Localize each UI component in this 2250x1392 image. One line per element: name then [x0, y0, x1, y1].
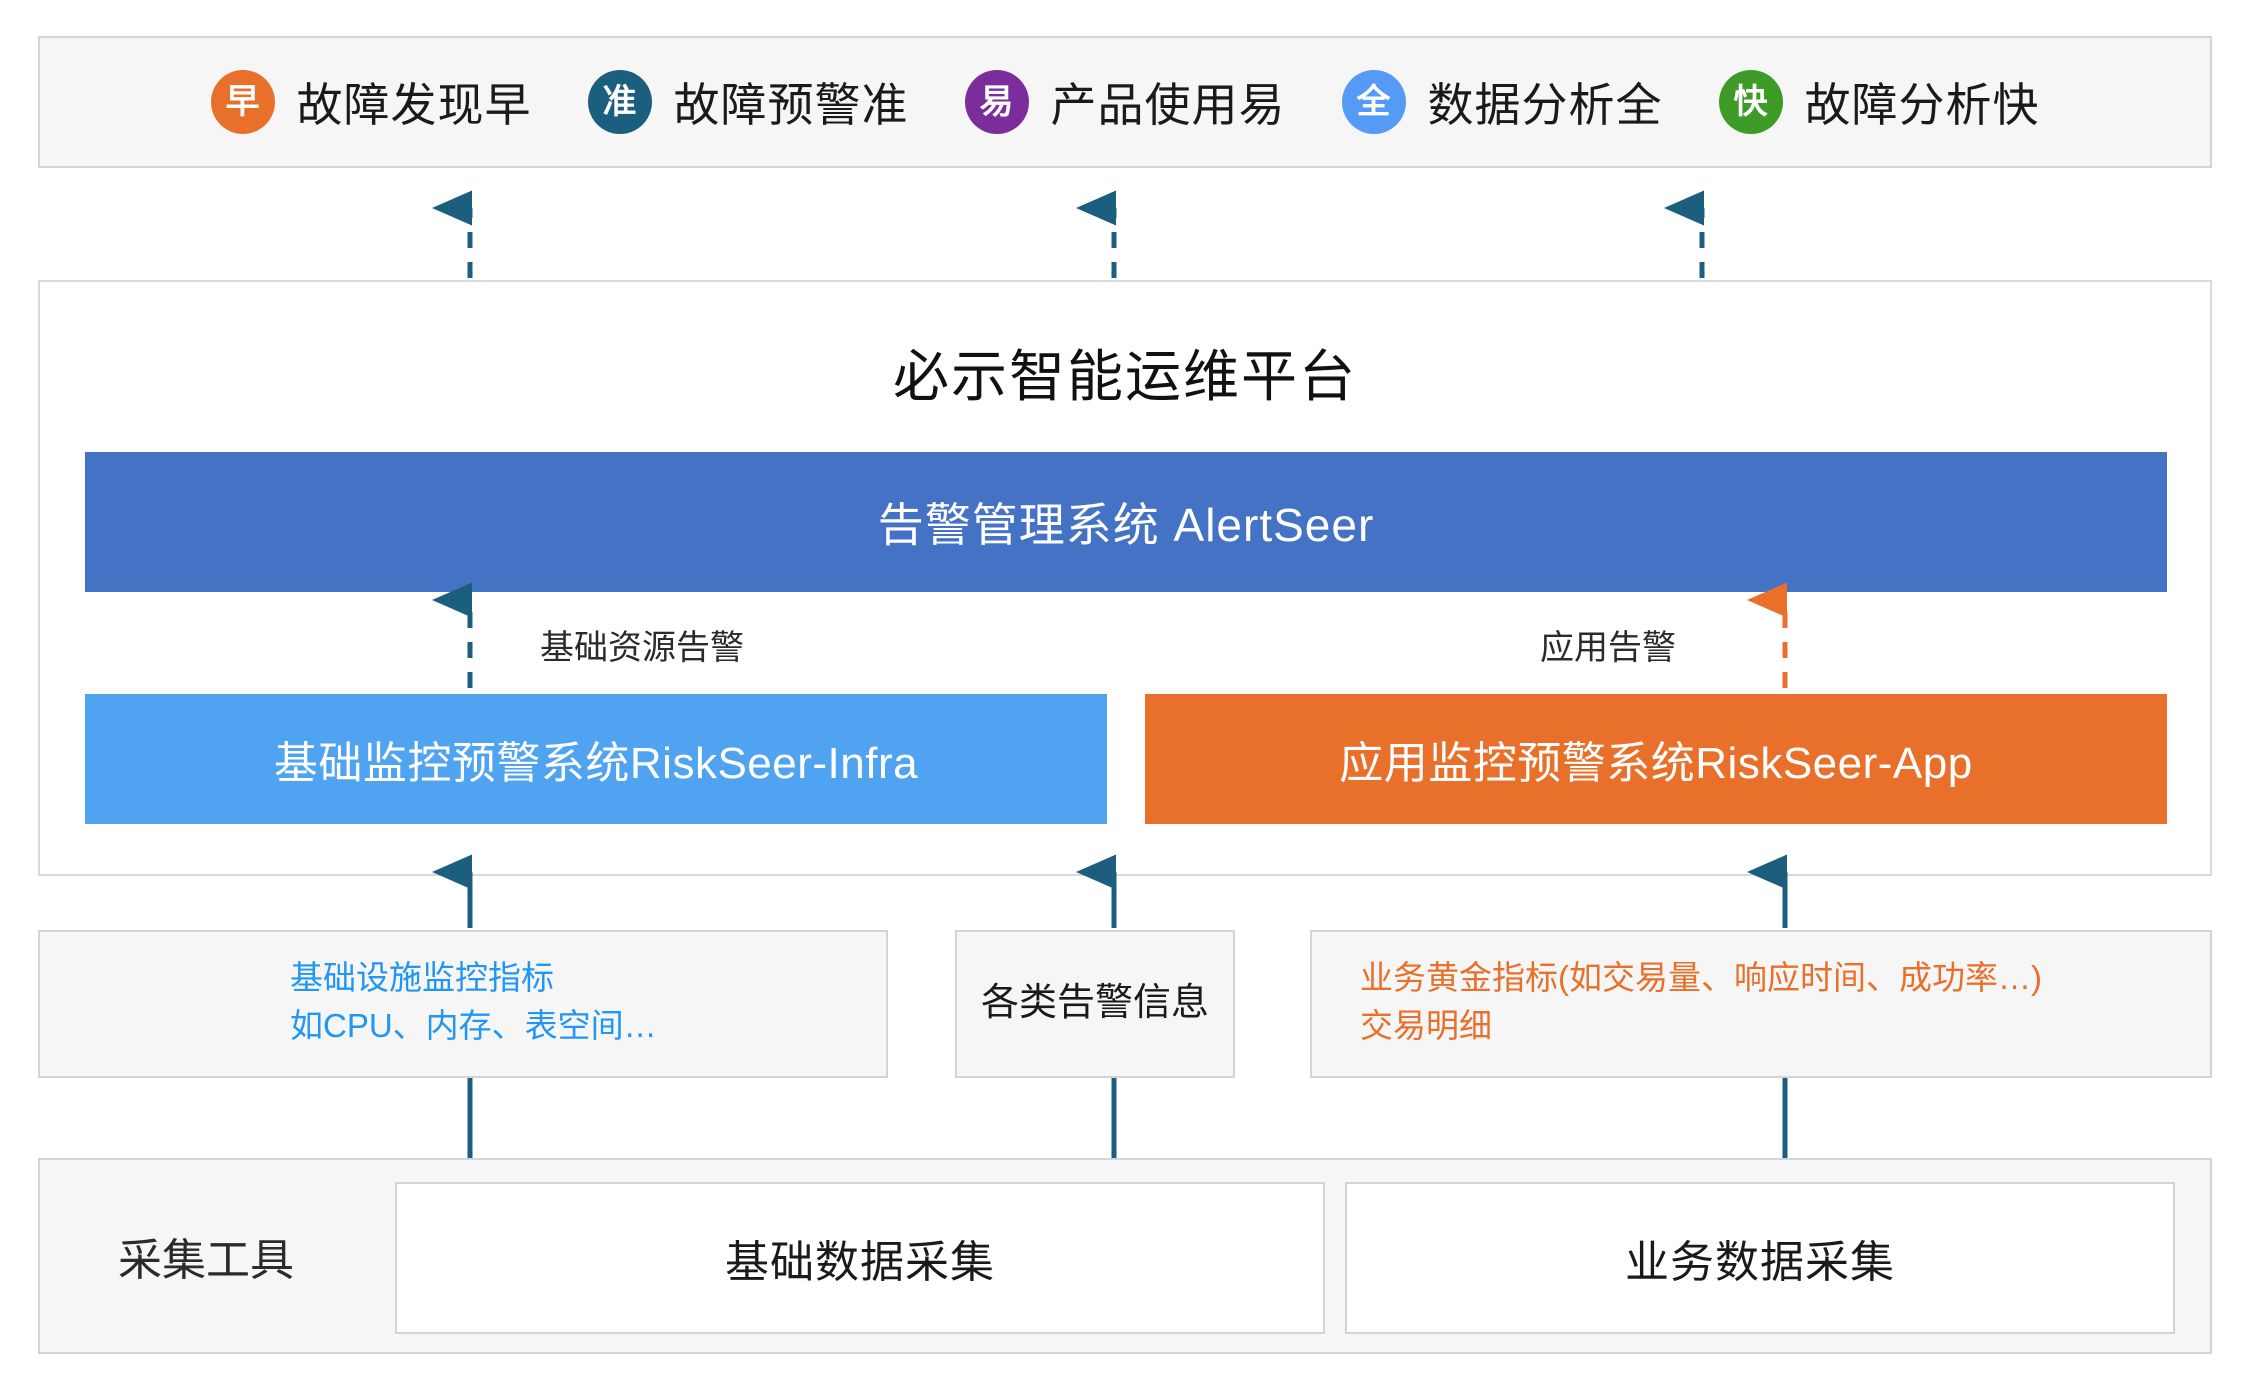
benefit-badge-icon-easy: 易: [964, 70, 1029, 134]
collection-tools-panel: 采集工具 基础数据采集 业务数据采集: [38, 1158, 2212, 1354]
infra-metrics-box: 基础设施监控指标 如CPU、内存、表空间…: [38, 930, 888, 1078]
business-data-collection-box[interactable]: 业务数据采集: [1345, 1182, 2175, 1334]
app-monitoring-system-bar[interactable]: 应用监控预警系统RiskSeer-App: [1145, 694, 2167, 824]
benefit-item-complete: 全 数据分析全: [1341, 69, 1663, 135]
platform-panel: 必示智能运维平台 告警管理系统 AlertSeer 基础资源告警 应用告警 基础…: [38, 280, 2212, 876]
app-alert-flow-label: 应用告警: [1540, 629, 1676, 667]
benefit-badge-icon-fast: 快: [1718, 70, 1783, 134]
benefit-label-early: 故障发现早: [296, 79, 532, 131]
benefits-banner: 早 故障发现早 准 故障预警准 易 产品使用易 全 数据分析全 快 故障分析快: [38, 36, 2212, 168]
infra-monitoring-system-bar[interactable]: 基础监控预警系统RiskSeer-Infra: [85, 694, 1107, 824]
benefit-label-complete: 数据分析全: [1427, 79, 1663, 131]
infra-alert-flow-label: 基础资源告警: [540, 629, 744, 667]
benefit-label-easy: 产品使用易: [1050, 79, 1286, 131]
benefit-badge-icon-early: 早: [210, 70, 275, 134]
alert-info-box: 各类告警信息: [955, 930, 1235, 1078]
benefit-item-easy: 易 产品使用易: [964, 69, 1286, 135]
alert-info-label: 各类告警信息: [980, 982, 1209, 1025]
benefit-label-fast: 故障分析快: [1804, 79, 2040, 131]
platform-title: 必示智能运维平台: [893, 345, 1357, 408]
business-metrics-line-2: 交易明细: [1360, 1006, 1492, 1044]
business-metrics-line-1: 业务黄金指标(如交易量、响应时间、成功率…): [1360, 959, 2042, 996]
collection-tools-label: 采集工具: [118, 1236, 294, 1285]
benefit-item-early: 早 故障发现早: [210, 69, 532, 135]
benefit-badge-icon-accurate: 准: [587, 70, 652, 134]
alert-management-system-bar[interactable]: 告警管理系统 AlertSeer: [85, 452, 2167, 592]
infra-metrics-line-1: 基础设施监控指标: [290, 959, 554, 996]
benefit-badge-icon-complete: 全: [1341, 70, 1406, 134]
benefit-label-accurate: 故障预警准: [673, 79, 909, 131]
benefit-item-fast: 快 故障分析快: [1718, 69, 2040, 135]
benefit-item-accurate: 准 故障预警准: [587, 69, 909, 135]
infra-metrics-line-2: 如CPU、内存、表空间…: [290, 1006, 657, 1044]
base-data-collection-box[interactable]: 基础数据采集: [395, 1182, 1325, 1334]
business-metrics-box: 业务黄金指标(如交易量、响应时间、成功率…) 交易明细: [1310, 930, 2212, 1078]
